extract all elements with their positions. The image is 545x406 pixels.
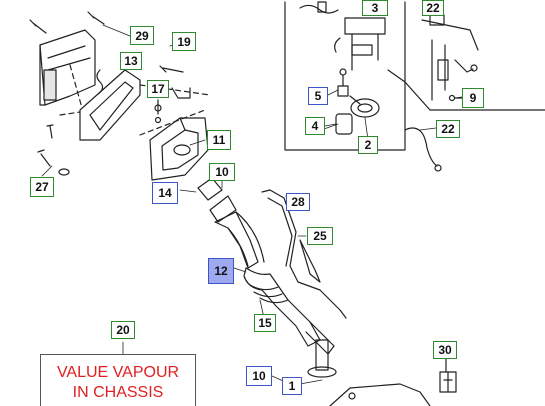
part-label-9[interactable]: 9 xyxy=(462,88,484,108)
part-label-30[interactable]: 30 xyxy=(433,341,457,359)
part-label-19[interactable]: 19 xyxy=(172,32,196,51)
part-label-27[interactable]: 27 xyxy=(30,177,54,197)
fuel-tank-section xyxy=(329,355,457,406)
inset-frame-fuel-pump xyxy=(284,1,545,151)
part-label-10-upper[interactable]: 10 xyxy=(209,163,235,181)
filler-housing xyxy=(149,117,209,181)
heat-shield xyxy=(59,64,211,141)
part-label-28[interactable]: 28 xyxy=(286,193,310,211)
part-label-17[interactable]: 17 xyxy=(147,80,169,98)
part-label-10-lower[interactable]: 10 xyxy=(246,366,272,386)
part-label-22-top[interactable]: 22 xyxy=(422,0,444,16)
part-label-12-selected[interactable]: 12 xyxy=(208,258,234,284)
part-label-3[interactable]: 3 xyxy=(362,0,388,16)
part-label-13[interactable]: 13 xyxy=(120,52,142,70)
vapour-valve-callout: VALUE VAPOUR IN CHASSIS xyxy=(40,354,196,406)
part-label-22-lower[interactable]: 22 xyxy=(436,120,460,138)
part-label-20[interactable]: 20 xyxy=(111,321,135,339)
part-label-5[interactable]: 5 xyxy=(308,87,328,105)
small-fittings xyxy=(154,87,191,124)
part-label-15[interactable]: 15 xyxy=(254,314,276,332)
part-label-11[interactable]: 11 xyxy=(207,130,231,150)
bolts-top-left xyxy=(29,11,184,176)
callout-line-2: IN CHASSIS xyxy=(72,384,164,401)
part-label-14[interactable]: 14 xyxy=(152,182,178,204)
leader-lines xyxy=(41,24,463,385)
part-label-1[interactable]: 1 xyxy=(282,377,302,395)
filler-neck-assembly xyxy=(197,177,337,378)
part-label-25[interactable]: 25 xyxy=(307,227,333,245)
part-label-4[interactable]: 4 xyxy=(305,117,325,135)
callout-line-1: VALUE VAPOUR xyxy=(56,364,180,381)
fuel-pump-module xyxy=(299,1,386,135)
part-label-29[interactable]: 29 xyxy=(130,26,154,45)
mounting-bracket xyxy=(39,29,104,106)
part-label-2[interactable]: 2 xyxy=(358,136,378,154)
